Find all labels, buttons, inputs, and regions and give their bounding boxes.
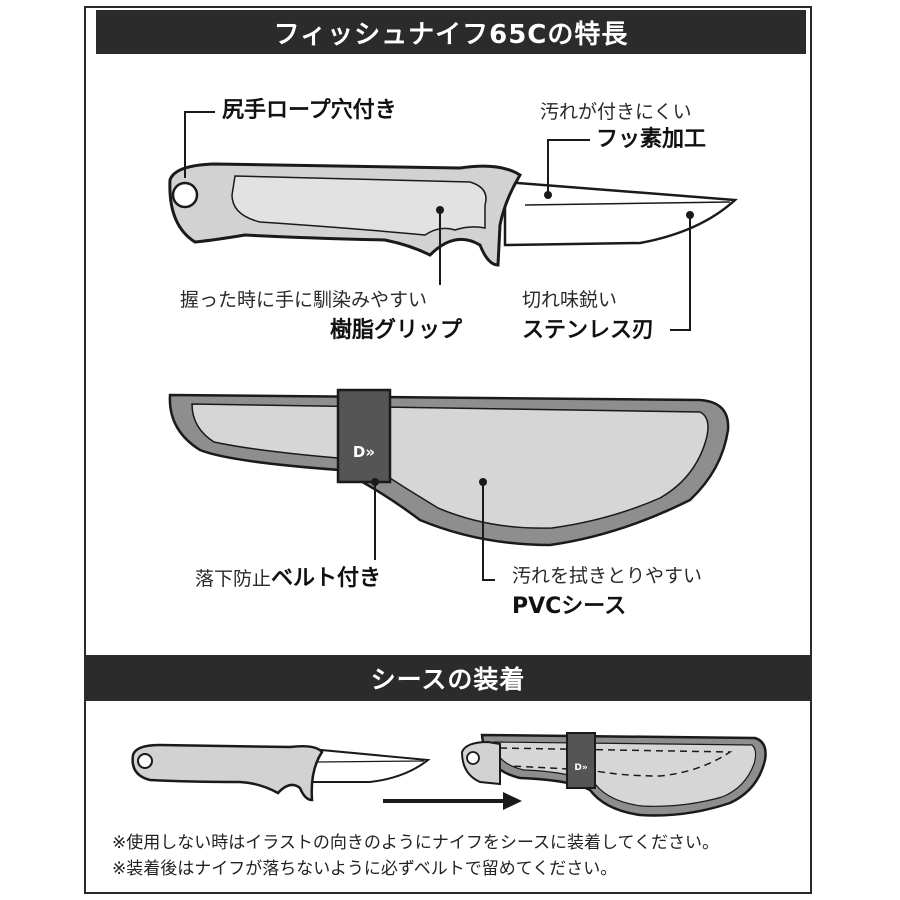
handle-panel [231,175,487,236]
knife-leaders [184,111,691,331]
page-title: フィッシュナイフ65Cの特長 [96,10,806,54]
blade-label: ステンレス刃 [522,318,655,343]
coating-desc: 汚れが付きにくい [540,101,692,123]
small-knife-illustration [131,743,431,802]
coating-label: フッ素加工 [596,127,707,152]
usage-note-1: ※使用しない時はイラストの向きのようにナイフをシースに装着してください。 [112,833,720,853]
sheath-pointer-dots [371,478,487,486]
sheath-illustration: D» [168,388,730,547]
knife-blade [503,180,738,247]
usage-note-2: ※装着後はナイフが落ちないように必ずベルトで留めてください。 [112,859,618,879]
sheath-label: PVCシース [512,594,627,619]
grip-label: 樹脂グリップ [330,318,463,343]
brand-logo-mark: D» [353,443,375,461]
blade-desc: 切れ味鋭い [522,289,618,311]
knife-illustration [168,162,738,267]
svg-text:D»: D» [574,763,587,773]
small-sheath-illustration: D» [460,732,767,817]
belt-desc: 落下防止 [195,568,272,590]
rope-hole-label: 尻手ロープ穴付き [222,98,397,123]
sheet-frame [84,6,812,894]
rope-hole [171,181,199,209]
sheath-section-title: シースの装着 [84,655,812,701]
sheath-leaders [374,482,495,581]
sheath-belt [336,388,392,484]
sheath-body [191,403,709,529]
grip-desc: 握った時に手に馴染みやすい [180,289,428,311]
insert-arrow [383,792,522,810]
belt-feature: 落下防止ベルト付き [195,566,381,591]
knife-pointer-dots [436,191,694,219]
belt-label: ベルト付き [271,566,382,591]
sheath-desc: 汚れを拭きとりやすい [512,565,703,587]
blade-bevel-line [524,201,731,206]
